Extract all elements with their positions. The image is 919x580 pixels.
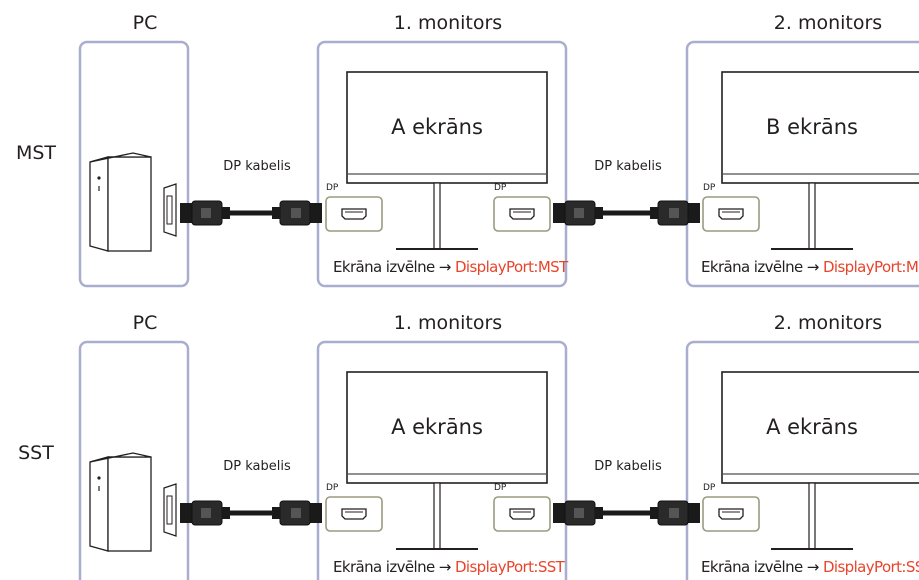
cable1-label: DP kabelis <box>223 159 291 174</box>
row-mst: PC MST 1. monitors 2. monitors A ekrāns B ekr… <box>16 12 919 288</box>
dp-cable-monitor1-monitor2 <box>553 200 700 226</box>
monitor2-title: 2. monitors <box>774 312 882 334</box>
monitor2-title: 2. monitors <box>774 12 882 34</box>
pc-dp-port <box>163 483 177 537</box>
monitor1-dp-in-label: DP <box>326 483 339 493</box>
monitor1-screen-label: A ekrāns <box>391 415 483 439</box>
monitor2-dp-in-port <box>702 196 760 232</box>
monitor1-dp-in-label: DP <box>326 183 339 193</box>
osd-menu-label: Ekrāna izvēlne → <box>333 258 455 276</box>
monitor1-frame <box>316 40 568 288</box>
pc-frame <box>78 40 190 288</box>
monitor-stand <box>433 182 441 250</box>
monitor2-dp-in-label: DP <box>703 483 716 493</box>
osd-setting-value: DisplayPort:MST <box>822 258 919 276</box>
monitor-body <box>346 371 548 484</box>
mode-label: MST <box>16 142 56 164</box>
cable1-label: DP kabelis <box>223 459 291 474</box>
osd-setting-value: DisplayPort:SST <box>822 558 919 576</box>
dp-plug-left <box>180 200 230 226</box>
monitor-stand <box>808 182 816 250</box>
osd-menu-label: Ekrāna izvēlne → <box>333 558 455 576</box>
osd-path-text: Ekrāna izvēlne → DisplayPort:MST <box>333 258 568 276</box>
monitor2-dp-in-label: DP <box>703 183 716 193</box>
cable2-label: DP kabelis <box>594 459 662 474</box>
monitor2-dp-in-port <box>702 496 760 532</box>
dp-plug-right <box>272 500 322 526</box>
monitor1-screen-label: A ekrāns <box>391 115 483 139</box>
monitor1-title: 1. monitors <box>394 312 502 334</box>
osd-setting-value: DisplayPort:SST <box>454 558 565 576</box>
dp-plug-left <box>553 200 603 226</box>
dp-plug-right <box>650 500 700 526</box>
osd-path-text: Ekrāna izvēlne → DisplayPort:SST <box>333 558 565 576</box>
monitor-stand <box>808 482 816 550</box>
monitor-stand <box>433 482 441 550</box>
monitor2-screen-label: A ekrāns <box>766 415 858 439</box>
osd-menu-label: Ekrāna izvēlne → <box>701 558 823 576</box>
row-sst: PC SST 1. monitors 2. monitors A ekrāns A ekr… <box>18 312 919 580</box>
osd-path-text: Ekrāna izvēlne → DisplayPort:MST <box>701 258 919 276</box>
pc-tower-icon <box>89 452 152 552</box>
dp-cable-pc-monitor1 <box>180 500 322 526</box>
dp-plug-left <box>553 500 603 526</box>
monitor-body <box>721 71 919 184</box>
mode-label: SST <box>18 442 54 464</box>
monitor2-frame <box>685 340 919 580</box>
dp-cable-pc-monitor1 <box>180 200 322 226</box>
osd-menu-label: Ekrāna izvēlne → <box>701 258 823 276</box>
pc-dp-port <box>163 183 177 237</box>
pc-frame <box>78 340 190 580</box>
dp-plug-right <box>650 200 700 226</box>
monitor2-frame <box>685 40 919 288</box>
monitor1-dp-in-port <box>325 196 383 232</box>
monitor2-screen-label: B ekrāns <box>766 115 858 139</box>
monitor1-title: 1. monitors <box>394 12 502 34</box>
osd-path-text: Ekrāna izvēlne → DisplayPort:SST <box>701 558 919 576</box>
osd-setting-value: DisplayPort:MST <box>454 258 568 276</box>
monitor1-dp-out-label: DP <box>494 483 507 493</box>
monitor1-dp-out-port <box>493 196 551 232</box>
monitor1-dp-out-label: DP <box>494 183 507 193</box>
monitor1-dp-out-port <box>493 496 551 532</box>
dp-cable-monitor1-monitor2 <box>553 500 700 526</box>
pc-label: PC <box>133 312 158 334</box>
monitor1-frame <box>316 340 568 580</box>
dp-plug-left <box>180 500 230 526</box>
dp-plug-right <box>272 200 322 226</box>
monitor-body <box>721 371 919 484</box>
monitor-body <box>346 71 548 184</box>
cable2-label: DP kabelis <box>594 159 662 174</box>
pc-tower-icon <box>89 152 152 252</box>
monitor1-dp-in-port <box>325 496 383 532</box>
pc-label: PC <box>133 12 158 34</box>
